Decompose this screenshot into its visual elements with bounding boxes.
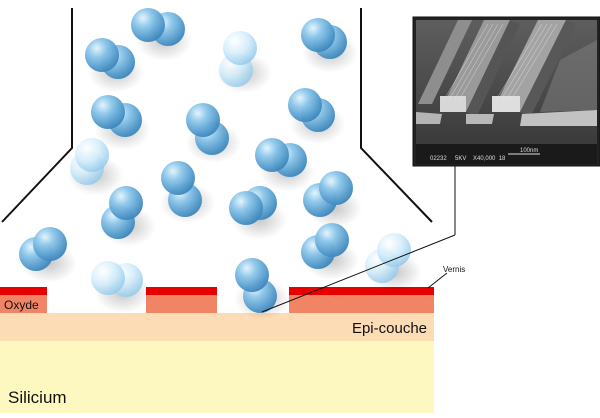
ion-molecule bbox=[301, 223, 359, 280]
sem-ridges bbox=[416, 20, 597, 126]
chamber-outline-right bbox=[360, 8, 433, 223]
sem-leader-line-diagonal bbox=[261, 234, 456, 313]
ion-sphere bbox=[315, 223, 349, 257]
ion-molecule bbox=[255, 138, 315, 192]
chamber-outline-left bbox=[1, 8, 73, 223]
ion-molecule bbox=[131, 8, 192, 61]
ion-molecule bbox=[229, 186, 287, 240]
ion-sphere bbox=[85, 38, 119, 72]
ion-sphere bbox=[91, 261, 125, 295]
resist-block-left bbox=[0, 287, 47, 295]
ion-sphere bbox=[91, 95, 125, 129]
ion-sphere bbox=[109, 186, 143, 220]
ion-molecule bbox=[85, 38, 144, 93]
ion-molecule bbox=[234, 258, 290, 320]
varnish-leader-line bbox=[427, 272, 448, 289]
ion-sphere bbox=[75, 138, 109, 172]
oxide-block-left bbox=[0, 287, 47, 313]
resist-block-right bbox=[289, 287, 434, 295]
substrate-label: Silicium bbox=[8, 388, 67, 407]
ion-molecule bbox=[159, 161, 216, 223]
ion-molecule bbox=[91, 261, 151, 313]
ion-molecule bbox=[100, 186, 156, 247]
oxide-block-middle bbox=[146, 287, 217, 313]
varnish-label: Vernis bbox=[443, 265, 465, 274]
ion-molecule bbox=[216, 31, 272, 93]
ion-molecule bbox=[301, 18, 358, 73]
ion-sphere bbox=[186, 103, 220, 137]
ion-molecule bbox=[303, 171, 362, 228]
ion-molecules bbox=[19, 8, 422, 320]
sem-scale-text: 100nm bbox=[520, 148, 538, 154]
sem-micrograph-inset: 100nm 02232 5KV X40,000 18 bbox=[412, 16, 600, 167]
ion-sphere bbox=[33, 227, 67, 261]
ion-molecule bbox=[288, 88, 346, 144]
oxide-label: Oxyde bbox=[4, 298, 39, 312]
ion-molecule bbox=[67, 138, 124, 196]
ion-sphere bbox=[288, 88, 322, 122]
ion-sphere bbox=[319, 171, 353, 205]
resist-block-middle bbox=[146, 287, 217, 295]
ion-sphere bbox=[229, 191, 263, 225]
sem-footer-text: 02232 5KV X40,000 18 bbox=[430, 156, 506, 162]
ion-sphere bbox=[131, 8, 165, 42]
ion-sphere bbox=[255, 138, 289, 172]
ion-molecule bbox=[365, 233, 422, 292]
epi-layer bbox=[0, 313, 434, 341]
ion-molecule bbox=[19, 227, 77, 283]
substrate-layer bbox=[0, 340, 434, 413]
ion-sphere bbox=[377, 233, 411, 267]
ion-sphere bbox=[223, 31, 257, 65]
oxide-block-right bbox=[289, 287, 434, 313]
ion-sphere bbox=[161, 161, 195, 195]
ion-sphere bbox=[301, 18, 335, 52]
epi-layer-label: Epi-couche bbox=[352, 320, 427, 337]
ion-sphere bbox=[235, 258, 269, 292]
ion-molecule bbox=[185, 103, 242, 163]
ion-molecule bbox=[91, 95, 151, 150]
